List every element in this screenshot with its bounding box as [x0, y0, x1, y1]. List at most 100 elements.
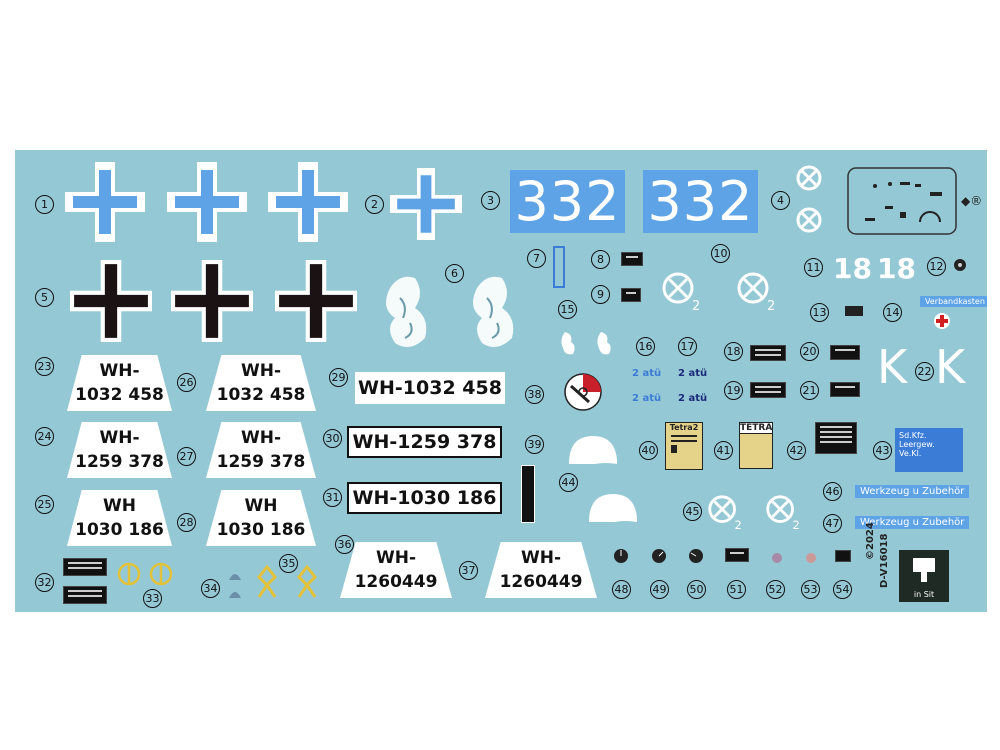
round-decal-52 [772, 553, 782, 563]
svg-text:2: 2 [767, 299, 775, 312]
data-plate-line-2: Leergew. [899, 440, 935, 449]
plate-23: WH- 1032 458 [67, 355, 172, 411]
data-plate-9 [621, 288, 641, 302]
data-plate-32a [63, 558, 107, 576]
callout-3: 3 [481, 191, 500, 210]
round-decal-53 [806, 553, 816, 563]
callout-47: 47 [823, 514, 842, 533]
callout-37: 37 [459, 561, 478, 580]
vehicle-number-18a: 18 [833, 252, 872, 285]
vehicle-number-18b: 18 [877, 252, 916, 285]
plate-37: WH-1260449 [485, 542, 597, 598]
unit-symbol-10a: 2 [662, 272, 700, 312]
data-plate-54 [835, 550, 851, 562]
svg-text:2: 2 [793, 518, 800, 532]
plate-23-line-2: 1032 458 [75, 385, 164, 405]
callout-42: 42 [787, 441, 806, 460]
tetra-label: TETRA [739, 422, 773, 434]
callout-51: 51 [727, 580, 746, 599]
plate-29: WH-1032 458 [355, 372, 505, 404]
plate-36-line-1: WH- [375, 548, 417, 568]
callout-7: 7 [527, 249, 546, 268]
tyre-pressure-17b: 2 atü [678, 393, 708, 404]
callout-22: 22 [915, 362, 934, 381]
callout-12: 12 [927, 257, 946, 276]
callout-1: 1 [35, 195, 54, 214]
callout-11: 11 [804, 258, 823, 277]
callout-45: 45 [683, 502, 702, 521]
callout-2: 2 [365, 195, 384, 214]
data-plate-20 [830, 345, 860, 360]
callout-27: 27 [177, 447, 196, 466]
callout-16: 16 [636, 337, 655, 356]
data-plate-18 [750, 345, 786, 361]
data-plate-21 [830, 382, 860, 397]
callout-8: 8 [591, 250, 610, 269]
callout-50: 50 [687, 580, 706, 599]
callout-25: 25 [35, 495, 54, 514]
callout-26: 26 [177, 373, 196, 392]
callout-19: 19 [724, 381, 743, 400]
plate-36: WH-1260449 [340, 542, 452, 598]
callout-43: 43 [873, 441, 892, 460]
callout-24: 24 [35, 427, 54, 446]
tools-label-47: Werkzeug u Zubehör [855, 516, 970, 529]
callout-54: 54 [833, 580, 852, 599]
plate-27: WH-1259 378 [206, 422, 316, 478]
plate-26: WH-1032 458 [206, 355, 316, 411]
dark-balkenkreuz-3 [275, 260, 357, 342]
callout-36: 36 [335, 535, 354, 554]
plate-30: WH-1259 378 [347, 426, 502, 458]
tyre-pressure-17a: 2 atü [678, 368, 708, 379]
plate-23-line-1: WH- [99, 361, 140, 381]
gauge-decal-50 [689, 549, 703, 563]
copyright-year: ©2024 [865, 522, 876, 560]
svg-text:2: 2 [735, 518, 742, 532]
callout-34: 34 [201, 579, 220, 598]
callout-39: 39 [525, 435, 544, 454]
plate-25: WH 1030 186 [67, 490, 172, 546]
data-plate-line-3: Ve.Kl. [899, 449, 922, 458]
callout-49: 49 [650, 580, 669, 599]
small-emblem-34b [229, 592, 241, 598]
plate-27-line-2: 1259 378 [216, 452, 306, 472]
callout-38: 38 [525, 385, 544, 404]
light-balkenkreuz-2 [167, 162, 247, 242]
plate-24: WH-1259 378 [67, 422, 172, 478]
kleist-letter-k-a: K [877, 340, 908, 394]
callout-48: 48 [612, 580, 631, 599]
callout-6: 6 [445, 264, 464, 283]
callout-52: 52 [766, 580, 785, 599]
small-decal-13 [845, 306, 863, 316]
registered-mark-icon: ◆® [961, 194, 983, 208]
tetra-decal-40: Tetra2 [665, 422, 703, 470]
plate-28-line-2: 1030 186 [216, 520, 306, 540]
data-plate-line-1: Sd.Kfz. [899, 431, 927, 440]
callout-31: 31 [323, 488, 342, 507]
light-balkenkreuz-1 [65, 162, 145, 242]
plate-26-line-1: WH- [240, 361, 282, 381]
tactical-number-332-b: 332 [643, 170, 758, 233]
data-plate-42 [815, 422, 857, 454]
callout-35: 35 [279, 554, 298, 573]
callout-21: 21 [800, 381, 819, 400]
callout-13: 13 [810, 303, 829, 322]
data-plate-32b [63, 586, 107, 604]
plate-25-line-1: WH [103, 496, 136, 516]
unit-symbol-45a: 2 [708, 495, 742, 532]
helmet-decal-44 [589, 494, 637, 522]
callout-17: 17 [678, 337, 697, 356]
tactical-number-332-a: 332 [510, 170, 625, 233]
callout-4: 4 [771, 191, 790, 210]
callout-46: 46 [823, 482, 842, 501]
svg-text:2: 2 [692, 299, 700, 312]
tetra-decal-41: TETRA [739, 422, 773, 472]
callout-41: 41 [714, 441, 733, 460]
plate-25-line-2: 1030 186 [75, 520, 164, 540]
light-balkenkreuz-small [390, 168, 462, 240]
gauge-decal-49 [652, 549, 666, 563]
tools-label-46: Werkzeug u Zubehör [855, 485, 970, 498]
data-plate-51 [725, 548, 749, 562]
callout-28: 28 [177, 513, 196, 532]
